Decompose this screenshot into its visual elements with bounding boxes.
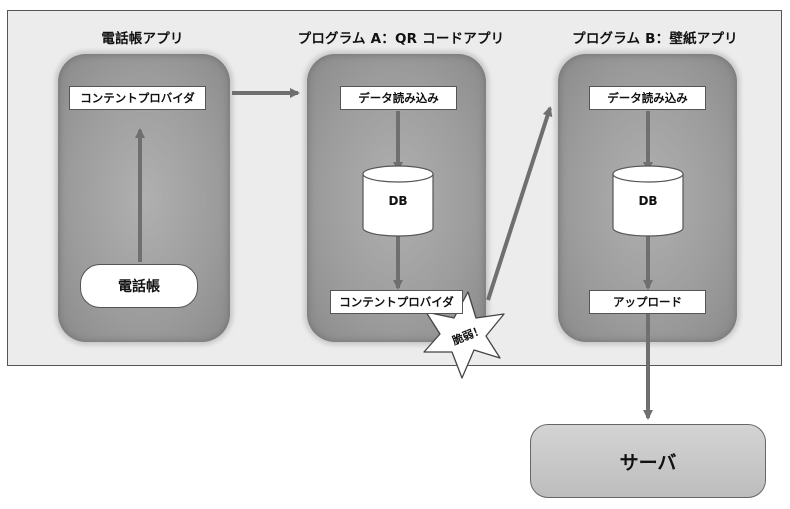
app2-data-read: データ読み込み <box>340 86 457 110</box>
app1-content-provider: コンテントプロバイダ <box>69 86 206 110</box>
arrow-exploit <box>486 106 553 301</box>
app1-title: 電話帳アプリ <box>101 31 184 47</box>
db-cylinder-app2 <box>362 165 434 237</box>
phonebook-pill: 電話帳 <box>80 264 198 308</box>
server-box: サーバ <box>530 424 766 498</box>
app2-content-provider: コンテントプロバイダ <box>330 290 463 314</box>
db-cylinder-app3 <box>612 165 684 237</box>
app3-upload: アップロード <box>589 290 706 314</box>
app2-title: プログラム A：QR コードアプリ <box>297 31 505 47</box>
app3-db-label: DB <box>638 194 658 208</box>
app2-db-label: DB <box>388 194 408 208</box>
app3-title: プログラム B：壁紙アプリ <box>572 31 738 47</box>
app3-data-read: データ読み込み <box>589 86 706 110</box>
